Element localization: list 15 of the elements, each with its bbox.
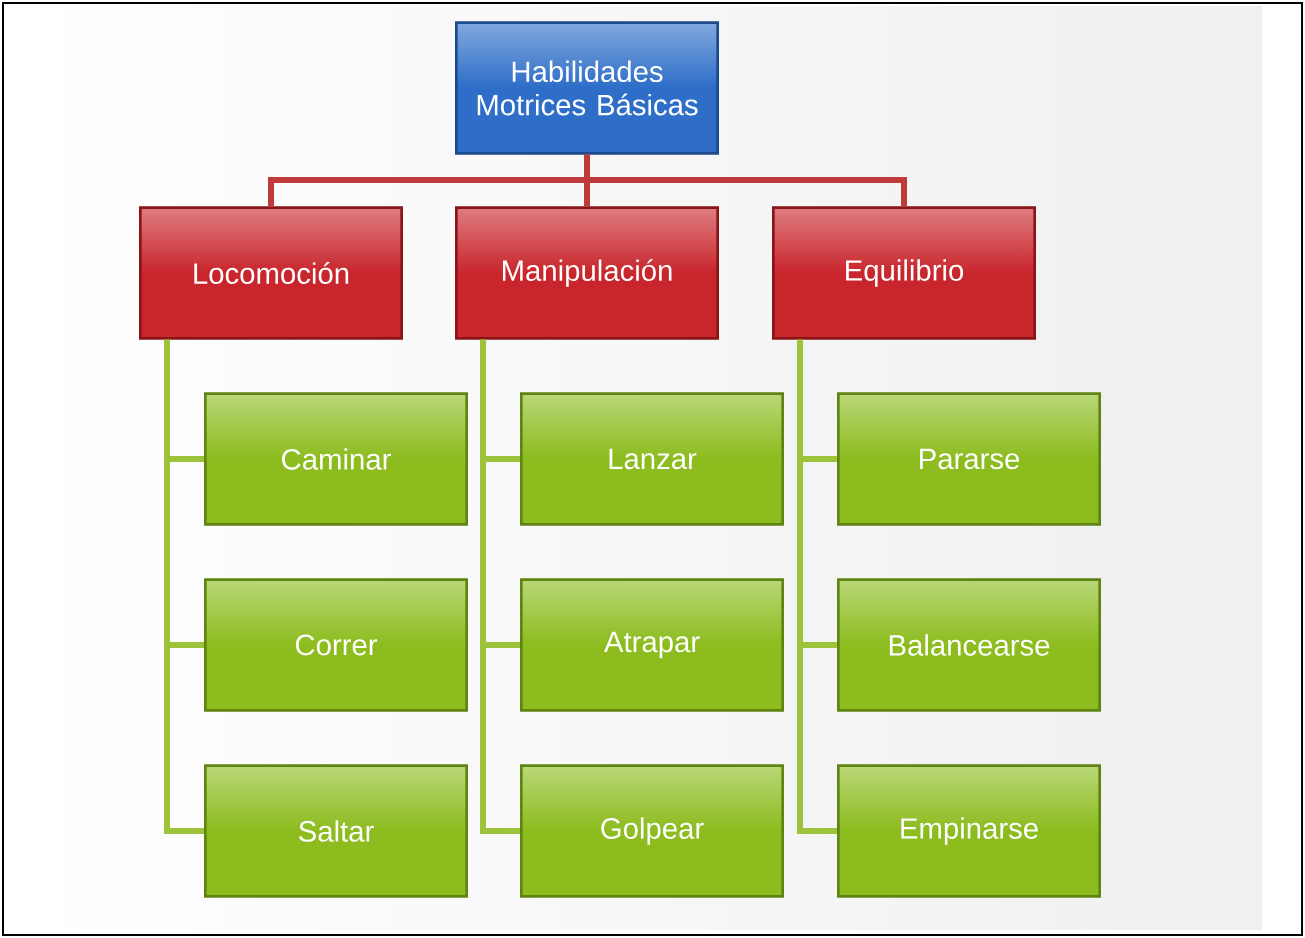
box: Pararse bbox=[837, 392, 1101, 526]
box: Locomoción bbox=[139, 206, 403, 340]
box: Manipulación bbox=[455, 206, 719, 340]
connector-line bbox=[164, 339, 204, 834]
box: Golpear bbox=[520, 764, 784, 898]
box: Lanzar bbox=[520, 392, 784, 526]
box: Caminar bbox=[204, 392, 468, 526]
box: Empinarse bbox=[837, 764, 1101, 898]
box: Habilidades Motrices Básicas bbox=[455, 21, 719, 155]
box: Balancearse bbox=[837, 578, 1101, 712]
box: Correr bbox=[204, 578, 468, 712]
box: Equilibrio bbox=[772, 206, 1036, 340]
connector-line bbox=[584, 154, 907, 207]
box: Saltar bbox=[204, 764, 468, 898]
box: Atrapar bbox=[520, 578, 784, 712]
